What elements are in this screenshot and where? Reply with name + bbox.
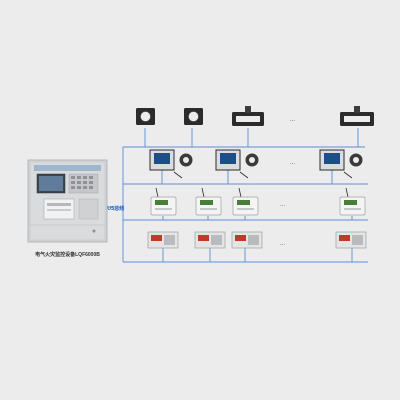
controller-cabinet <box>27 159 108 243</box>
controller-title-strip <box>34 165 101 171</box>
row-2-ellipsis: ... <box>290 160 295 166</box>
combined-protector-icon <box>335 231 367 249</box>
controller-caption: 电气火灾监控设备LQF6000B <box>35 251 100 258</box>
combined-protector-icon <box>231 231 263 249</box>
row-1-devices: ... <box>136 106 374 126</box>
zero-sequence-ct-icon <box>136 108 155 125</box>
row-1-ellipsis: ... <box>290 117 295 123</box>
residual-current-detector-icon <box>215 149 259 171</box>
rectangular-ct-icon <box>340 106 374 126</box>
row-3-devices: ... <box>150 187 366 216</box>
residual-current-detector-icon <box>319 149 363 171</box>
wireless-monitor-icon <box>150 187 177 216</box>
wireless-monitor-icon <box>232 187 259 216</box>
row-2-devices: ... <box>149 149 363 179</box>
combined-protector-icon <box>147 231 179 249</box>
combined-protector-icon <box>194 231 226 249</box>
temperature-probe-icon <box>173 171 353 179</box>
row-4-devices: ... <box>147 231 367 249</box>
bus-wiring <box>107 128 368 263</box>
rectangular-ct-icon <box>232 106 264 126</box>
residual-current-detector-icon <box>149 149 193 171</box>
wireless-monitor-icon <box>339 187 366 216</box>
row-4-ellipsis: ... <box>280 241 285 247</box>
wireless-monitor-icon <box>195 187 222 216</box>
bus-label: Z-BUS总线 <box>99 205 124 212</box>
zero-sequence-ct-icon <box>184 108 203 125</box>
row-3-ellipsis: ... <box>280 202 285 208</box>
